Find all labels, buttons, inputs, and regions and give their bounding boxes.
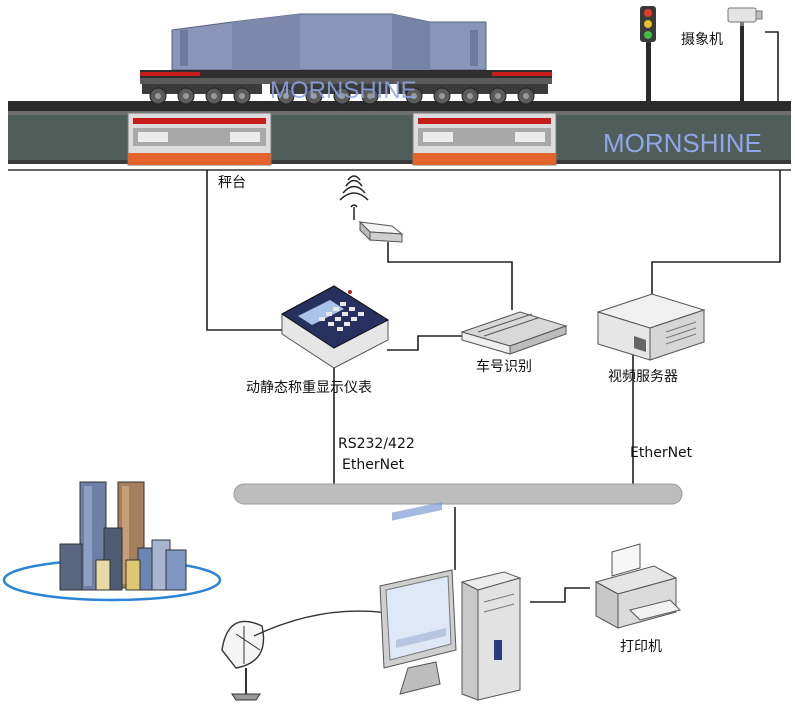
train-wheel-hub <box>283 93 289 99</box>
camera-cable <box>765 31 779 102</box>
printer-icon <box>594 543 681 629</box>
computer-workstation-icon <box>379 502 522 701</box>
train-wheel-hub <box>155 93 161 99</box>
city-buildings-icon <box>2 481 222 602</box>
connection-lines <box>206 170 781 603</box>
video-link-ethernet-label: EtherNet <box>630 445 693 461</box>
satellite-dish-icon <box>221 610 406 701</box>
train-wheel-hub <box>523 93 529 99</box>
train-car-icon <box>140 13 552 94</box>
train-wheel-hub <box>367 93 373 99</box>
weighing-indicator-label: 动静态称重显示仪表 <box>246 380 372 396</box>
train-wheel-hub <box>211 93 217 99</box>
car-number-recognition-label: 车号识别 <box>476 359 532 375</box>
train-wheels <box>149 87 535 105</box>
train-wheel-hub <box>311 93 317 99</box>
train-wheel-hub <box>339 93 345 99</box>
traffic-light-icon <box>640 6 656 102</box>
scale-platform-left <box>127 112 272 166</box>
indicator-link-protocol-label: RS232/422 <box>338 436 415 452</box>
wireless-antenna-icon <box>339 175 404 243</box>
camera-label: 摄象机 <box>681 32 723 48</box>
train-wheel-hub <box>411 93 417 99</box>
train-wheel-hub <box>439 93 445 99</box>
video-server-icon <box>596 293 706 361</box>
network-bus <box>233 483 683 505</box>
track-watermark: MORNSHINE <box>603 128 762 158</box>
surveillance-camera-icon <box>727 7 763 102</box>
scale-platform-right <box>412 112 557 166</box>
weighing-indicator-device-icon <box>281 285 390 369</box>
scale-platform-label: 秤台 <box>218 175 246 191</box>
train-wheel-hub <box>467 93 473 99</box>
printer-label: 打印机 <box>620 639 662 655</box>
network-switch-icon <box>460 311 568 355</box>
train-wheel-hub <box>495 93 501 99</box>
train-wheel-hub <box>239 93 245 99</box>
train-wheel-hub <box>183 93 189 99</box>
train-watermark: MORNSHINE <box>270 77 417 104</box>
indicator-link-ethernet-label: EtherNet <box>342 457 405 473</box>
video-server-label: 视频服务器 <box>608 369 678 385</box>
